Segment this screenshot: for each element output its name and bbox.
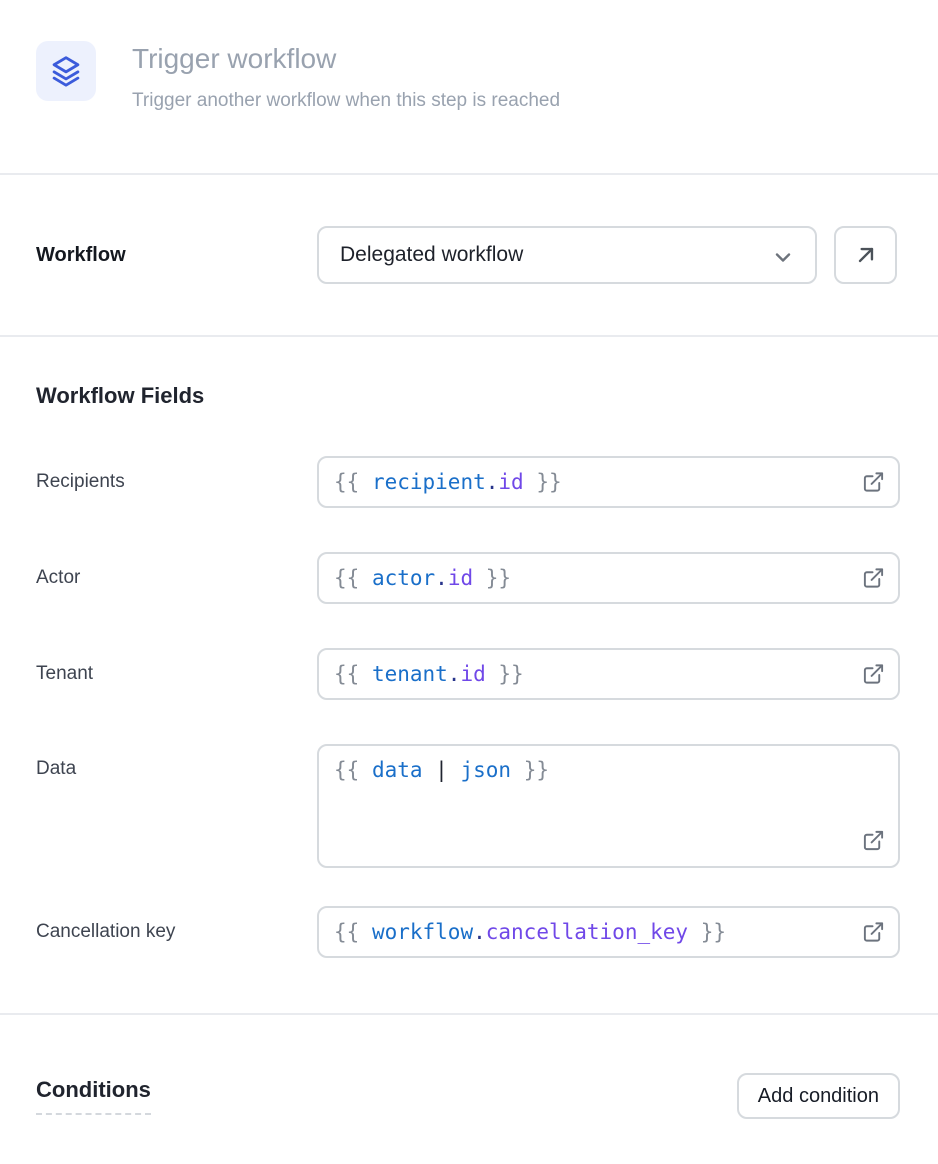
field-input-cancellation-key[interactable]: {{ workflow.cancellation_key }}: [317, 906, 900, 958]
workflow-fields-list: Recipients {{ recipient.id }} Actor {{ a…: [36, 456, 900, 958]
workflow-selector-row: Workflow Delegated workflow: [0, 175, 938, 337]
arrow-up-right-icon: [853, 242, 879, 268]
expand-field-button[interactable]: [862, 921, 885, 944]
workflow-fields-heading: Workflow Fields: [36, 383, 900, 409]
field-input-recipients[interactable]: {{ recipient.id }}: [317, 456, 900, 508]
external-link-icon: [862, 567, 885, 590]
open-workflow-button[interactable]: [834, 226, 897, 284]
workflow-fields-section: Workflow Fields Recipients {{ recipient.…: [0, 337, 938, 1015]
template-expression: {{ actor.id }}: [334, 565, 511, 592]
field-label-data: Data: [36, 744, 317, 780]
expand-field-button[interactable]: [862, 829, 885, 852]
template-expression: {{ data | json }}: [334, 757, 549, 784]
field-input-actor[interactable]: {{ actor.id }}: [317, 552, 900, 604]
field-row-data: Data {{ data | json }}: [36, 744, 900, 868]
field-row-actor: Actor {{ actor.id }}: [36, 552, 900, 604]
field-label-actor: Actor: [36, 567, 317, 589]
chevron-down-icon: [771, 245, 795, 269]
field-label-tenant: Tenant: [36, 663, 317, 685]
layers-icon: [49, 54, 83, 88]
field-label-recipients: Recipients: [36, 471, 317, 493]
field-row-recipients: Recipients {{ recipient.id }}: [36, 456, 900, 508]
template-expression: {{ workflow.cancellation_key }}: [334, 919, 726, 946]
field-row-tenant: Tenant {{ tenant.id }}: [36, 648, 900, 700]
add-condition-button[interactable]: Add condition: [737, 1073, 900, 1119]
step-description-input[interactable]: Trigger another workflow when this step …: [132, 90, 560, 112]
step-icon: [36, 41, 96, 101]
external-link-icon: [862, 663, 885, 686]
field-input-data[interactable]: {{ data | json }}: [317, 744, 900, 868]
workflow-select-value: Delegated workflow: [340, 243, 523, 267]
step-header: Trigger workflow Trigger another workflo…: [0, 0, 938, 175]
conditions-heading: Conditions: [36, 1077, 151, 1115]
external-link-icon: [862, 829, 885, 852]
step-name-input[interactable]: Trigger workflow: [132, 43, 560, 75]
external-link-icon: [862, 921, 885, 944]
expand-field-button[interactable]: [862, 471, 885, 494]
external-link-icon: [862, 471, 885, 494]
field-row-cancellation-key: Cancellation key {{ workflow.cancellatio…: [36, 906, 900, 958]
expand-field-button[interactable]: [862, 663, 885, 686]
conditions-section: Conditions Add condition: [0, 1015, 938, 1119]
template-expression: {{ tenant.id }}: [334, 661, 524, 688]
template-expression: {{ recipient.id }}: [334, 469, 562, 496]
workflow-label: Workflow: [36, 244, 317, 267]
field-label-cancellation-key: Cancellation key: [36, 921, 317, 943]
expand-field-button[interactable]: [862, 567, 885, 590]
step-title-block: Trigger workflow Trigger another workflo…: [132, 41, 560, 173]
workflow-select[interactable]: Delegated workflow: [317, 226, 817, 284]
field-input-tenant[interactable]: {{ tenant.id }}: [317, 648, 900, 700]
